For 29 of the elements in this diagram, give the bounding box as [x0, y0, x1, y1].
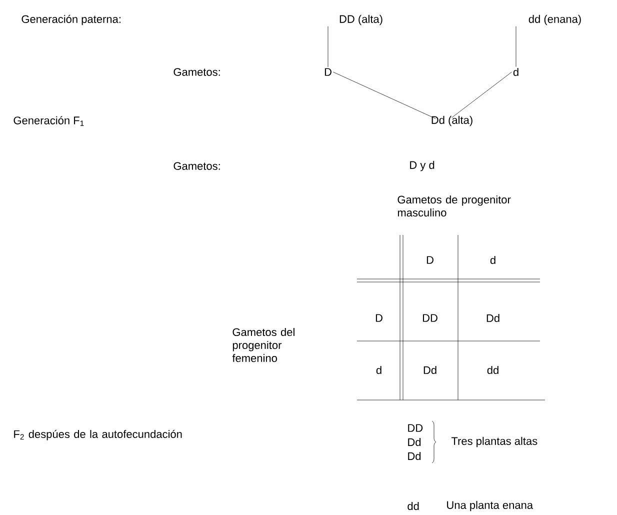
gametes-label: Gametos: [174, 68, 220, 76]
generation-label: Generación paterna: [22, 14, 120, 26]
genotype-text: D [324, 68, 332, 76]
table-cell: DD [422, 314, 438, 322]
connector-line [332, 72, 436, 119]
result-text: Tres plantas altas [451, 436, 538, 448]
genotype-text: Dd (alta) [432, 116, 472, 126]
table-cell: dd [487, 366, 498, 374]
generation-label: F$_{2}$ despúes de la autofecundación [14, 430, 182, 440]
genotype-text: d [513, 68, 518, 76]
genotype-text: DD [408, 424, 423, 432]
table-header: D [426, 256, 434, 264]
result-text: Una planta enana [447, 500, 534, 512]
connector-line [452, 72, 512, 118]
table-header: D [376, 314, 382, 322]
row-heading: Gametos del progenitor femenino [232, 328, 294, 362]
generation-label: Generación F$_{1}$ [14, 116, 84, 126]
table-cell: Dd [424, 366, 436, 374]
gametes-text: D y d [410, 160, 434, 172]
genotype-text: DD (alta) [340, 14, 382, 26]
genotype-text: Dd [408, 452, 421, 460]
genotype-text: dd (enana) [528, 14, 581, 26]
table-header: d [490, 256, 496, 264]
table-cell: Dd [486, 314, 500, 322]
table-header: d [376, 366, 382, 374]
gametes-label: Gametos: [174, 162, 220, 170]
column-heading: Gametos de progenitor masculino [398, 195, 511, 217]
genotype-text: dd [408, 502, 419, 510]
genotype-text: Dd [408, 438, 421, 446]
